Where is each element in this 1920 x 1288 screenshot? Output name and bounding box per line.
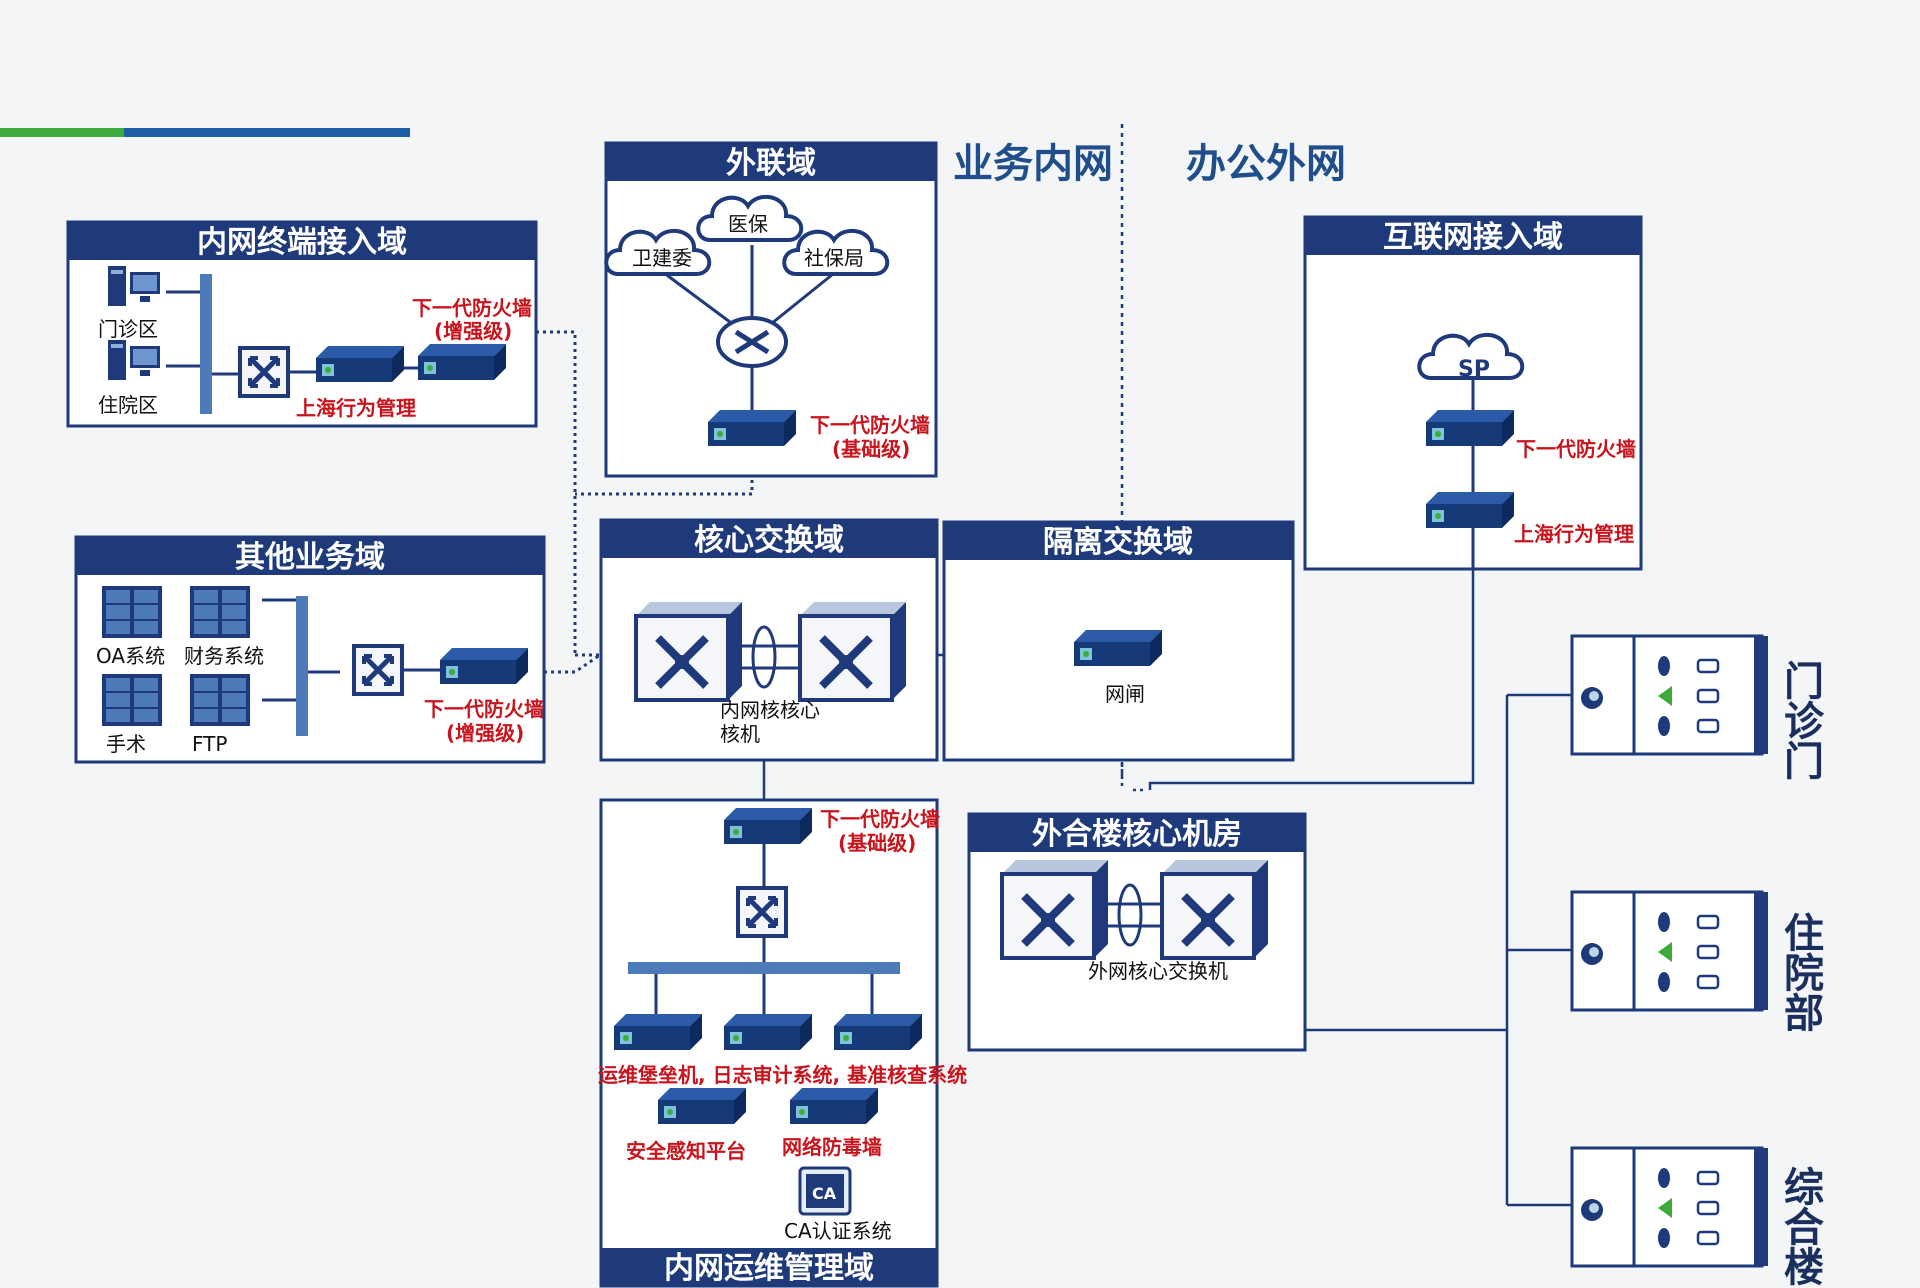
- ext-core-switch-icon-1: [1002, 860, 1108, 958]
- label-core-switch-2: 核机: [720, 722, 760, 746]
- label-inpatient-area: 住院区: [98, 393, 158, 417]
- building-name-inpatient: 住院部: [1777, 912, 1824, 1032]
- zone-label-business-intranet: 业务内网: [953, 141, 1113, 187]
- firewall-icon-external: [708, 410, 796, 446]
- label-ngfw-internet: 下一代防火墙: [1516, 437, 1636, 461]
- label-core-switch-1: 内网核核心: [720, 698, 820, 722]
- label-finance-system: 财务系统: [184, 644, 264, 668]
- server-icon-finance: [189, 585, 251, 639]
- label-ngfw-external-2: (基础级): [832, 437, 910, 461]
- firewall-icon-internet: [1426, 410, 1514, 446]
- label-ngfw-business-2: (增强级): [446, 721, 524, 745]
- core-switch-icon-2: [800, 602, 906, 700]
- domain-title-internet-access: 互联网接入域: [1383, 220, 1563, 255]
- server-icon-surgery: [101, 673, 163, 727]
- business-bus: [296, 596, 308, 736]
- label-security-awareness: 安全感知平台: [626, 1139, 746, 1163]
- server-icon-oa: [101, 585, 163, 639]
- domain-external-core: 外合楼核心机房 外网核心交换机: [967, 812, 1307, 1052]
- label-ngfw-business-1: 下一代防火墙: [424, 697, 544, 721]
- label-ftp: FTP: [192, 732, 227, 756]
- core-switch-icon-1: [636, 602, 742, 700]
- label-behavior-mgmt-internet: 上海行为管理: [1514, 522, 1634, 546]
- label-ngfw-external-1: 下一代防火墙: [810, 413, 930, 437]
- domain-internet-access: 互联网接入域 SP 下一代防火墙 上海行为管理: [1303, 215, 1643, 571]
- accent-bar-green: [0, 128, 124, 137]
- building-name-complex: 综合楼: [1777, 1166, 1824, 1286]
- label-medical-insurance: 医保: [728, 212, 768, 236]
- domain-terminal-access: 内网终端接入域 门诊区 住院区 上海行为管理 下一代防火墙 (增强级): [66, 220, 538, 428]
- ca-icon: CA: [798, 1166, 852, 1216]
- building-outpatient: 门诊门: [1570, 634, 1823, 780]
- firewall-icon-business: [440, 648, 528, 684]
- domain-core-switch: 核心交换域 内网核核心 核机: [599, 518, 939, 762]
- domain-ops-mgmt: 内网运维管理域 下一代防火墙 (基础级) 运维堡垒机, 日志审计系统, 基准核查…: [598, 798, 967, 1288]
- domain-other-business: 其他业务域 OA系统 财务系统 手术 FTP 下一代防火墙 (增强级): [74, 535, 546, 764]
- label-behavior-mgmt: 上海行为管理: [296, 396, 416, 420]
- label-surgery: 手术: [106, 732, 146, 756]
- label-ngfw-ops-2: (基础级): [838, 831, 916, 855]
- label-gap-device: 网闸: [1105, 682, 1145, 706]
- ca-icon-text: CA: [812, 1184, 837, 1203]
- label-ngfw-terminal-1: 下一代防火墙: [412, 296, 532, 320]
- building-name-outpatient: 门诊门: [1777, 660, 1823, 780]
- access-bus: [200, 274, 212, 414]
- label-antivirus-wall: 网络防毒墙: [782, 1135, 882, 1159]
- label-outpatient-area: 门诊区: [98, 317, 158, 341]
- building-inpatient: 住院部: [1570, 890, 1824, 1032]
- label-social-security: 社保局: [804, 246, 864, 270]
- domain-isolation-switch: 隔离交换域 网闸: [942, 520, 1295, 762]
- label-sp: SP: [1458, 357, 1490, 382]
- domain-external-link: 外联域 卫建委 医保 社保局 下一代防火墙 (基础级): [604, 141, 938, 478]
- building-icon-outpatient: [1570, 634, 1770, 756]
- connection-lines: [522, 330, 1572, 1207]
- building-complex: 综合楼: [1570, 1146, 1824, 1286]
- firewall-icon-terminal: [418, 344, 506, 380]
- domain-title-other-business: 其他业务域: [235, 540, 385, 575]
- behavior-mgmt-icon-internet: [1426, 492, 1514, 528]
- domain-title-external-core: 外合楼核心机房: [1032, 817, 1242, 852]
- bastion-icon: [614, 1014, 702, 1050]
- gap-device-icon: [1074, 630, 1162, 666]
- switch-icon-terminal: [240, 348, 288, 396]
- building-icon-complex: [1570, 1146, 1770, 1268]
- router-icon-external: [716, 316, 788, 368]
- antivirus-wall-icon: [790, 1088, 878, 1124]
- domain-title-terminal-access: 内网终端接入域: [197, 225, 407, 260]
- label-ext-core-switch: 外网核心交换机: [1088, 959, 1228, 983]
- label-oa-system: OA系统: [96, 644, 165, 668]
- zone-label-office-extranet: 办公外网: [1186, 141, 1346, 187]
- domain-title-ops-mgmt: 内网运维管理域: [664, 1251, 874, 1286]
- label-ngfw-ops-1: 下一代防火墙: [820, 807, 940, 831]
- accent-bar-blue: [124, 128, 410, 137]
- ext-core-switch-icon-2: [1162, 860, 1268, 958]
- label-health-commission: 卫建委: [632, 246, 692, 270]
- domain-title-core-switch: 核心交换域: [694, 523, 844, 558]
- firewall-icon-ops: [724, 808, 812, 844]
- domain-title-isolation-switch: 隔离交换域: [1043, 525, 1193, 560]
- log-audit-icon: [724, 1014, 812, 1050]
- server-icon-ftp: [189, 673, 251, 727]
- behavior-mgmt-icon: [316, 346, 404, 382]
- label-ca-system: CA认证系统: [784, 1219, 892, 1243]
- switch-icon-business: [354, 646, 402, 694]
- ops-bus: [628, 962, 900, 974]
- label-ngfw-terminal-2: (增强级): [434, 319, 512, 343]
- switch-icon-ops: [738, 888, 786, 936]
- security-awareness-icon: [658, 1088, 746, 1124]
- label-ops-systems: 运维堡垒机, 日志审计系统, 基准核查系统: [598, 1063, 967, 1087]
- building-icon-inpatient: [1570, 890, 1770, 1012]
- domain-title-external-link: 外联域: [726, 146, 816, 181]
- baseline-check-icon: [834, 1014, 922, 1050]
